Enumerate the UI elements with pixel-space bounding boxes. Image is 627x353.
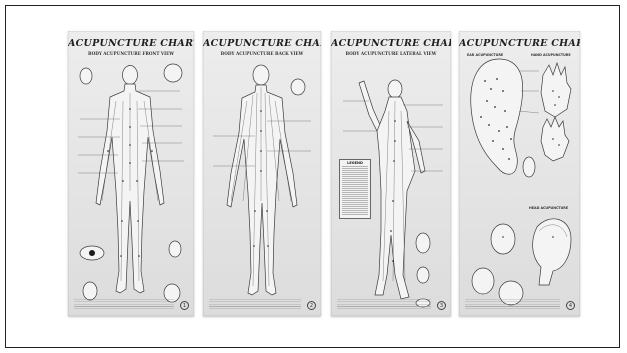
- back-body-figure: [203, 31, 321, 316]
- seal-emblem: 3: [437, 301, 446, 310]
- footer-text-lines: [74, 299, 174, 311]
- legend-title: LEGEND: [340, 160, 370, 165]
- poster-front-view: ACUPUNCTURE CHART BODY ACUPUNCTURE FRONT…: [68, 31, 194, 316]
- seal-emblem: 4: [566, 301, 575, 310]
- legend-text-lines: [342, 166, 368, 216]
- seal-emblem: 2: [307, 301, 316, 310]
- ear-hand-head-figures: [459, 31, 580, 316]
- footer-text-lines: [465, 299, 560, 311]
- legend-box: LEGEND: [339, 159, 371, 219]
- seal-emblem: 1: [180, 301, 189, 310]
- poster-ear-hand-head: ACUPUNCTURE CHART EAR ACUPUNCTURE HAND A…: [459, 31, 580, 316]
- poster-lateral-view: ACUPUNCTURE CHART BODY ACUPUNCTURE LATER…: [331, 31, 451, 316]
- footer-text-lines: [337, 299, 431, 311]
- poster-back-view: ACUPUNCTURE CHART BODY ACUPUNCTURE BACK …: [203, 31, 321, 316]
- footer-text-lines: [209, 299, 301, 311]
- front-body-figure: [68, 31, 194, 316]
